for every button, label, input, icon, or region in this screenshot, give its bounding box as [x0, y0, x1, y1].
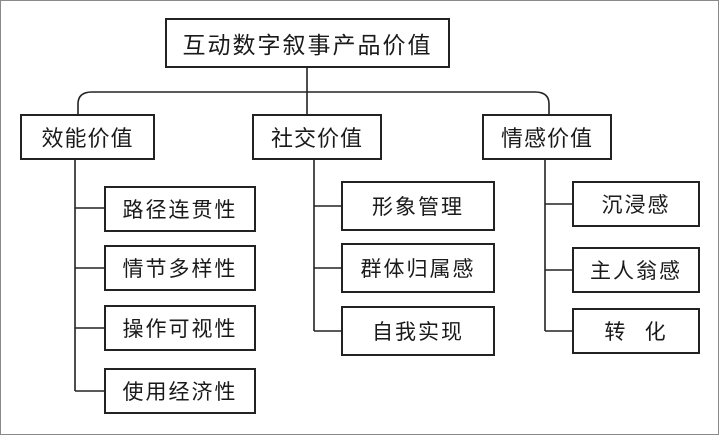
leaf-plot-diversity: 情节多样性 — [104, 245, 256, 291]
category-bracket — [77, 91, 550, 114]
leaf-usage-economy: 使用经济性 — [104, 368, 256, 414]
leaf-self-actualization: 自我实现 — [341, 306, 495, 356]
category-efficiency: 效能价值 — [20, 114, 155, 160]
category-emotional: 情感价值 — [482, 114, 612, 160]
leaf-image-management: 形象管理 — [341, 181, 495, 231]
leaf-path-coherence: 路径连贯性 — [104, 186, 256, 232]
leaf-ownership: 主人翁感 — [572, 247, 700, 293]
root-node: 互动数字叙事产品价值 — [165, 18, 450, 68]
category-social: 社交价值 — [252, 114, 382, 160]
leaf-operation-visibility: 操作可视性 — [104, 305, 256, 351]
leaf-group-belonging: 群体归属感 — [341, 243, 495, 293]
leaf-transformation: 转 化 — [572, 308, 700, 354]
leaf-immersion: 沉浸感 — [572, 181, 700, 227]
